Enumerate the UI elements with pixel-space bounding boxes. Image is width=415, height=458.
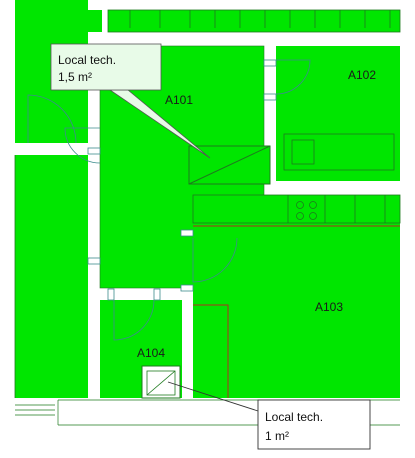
door-swings [27,59,311,341]
callout-2-box [257,399,371,450]
a103-red-line-wardrobe [193,304,229,398]
local-tech-room-2[interactable] [141,365,181,399]
callout-local-tech-2: Local tech. 1 m² [167,381,371,450]
top-small-room[interactable] [88,10,102,32]
door-a103 [192,237,238,283]
callout-local-tech-1: Local tech. 1,5 m² [50,43,211,159]
room-label-a104: A104 [137,346,165,360]
a103-counter [192,194,401,224]
callout-1-title: Local tech. [58,53,116,67]
door-a102 [275,59,311,95]
door-jambs [87,59,277,301]
room-a102[interactable] [276,46,400,181]
top-strip-fill [107,9,401,33]
door-left-upper [27,94,77,144]
callout-2-title: Local tech. [265,410,323,424]
local-tech-2-diagonal [146,370,176,396]
left-lower-room[interactable] [15,155,88,398]
room-label-a102: A102 [348,68,376,82]
top-strip-room[interactable] [107,9,401,33]
door-a104 [113,299,155,341]
room-label-a101: A101 [165,93,193,107]
callout-1-area: 1,5 m² [58,70,92,84]
callout-2-area: 1 m² [265,429,289,443]
callout-2-leader [167,381,259,412]
room-a103[interactable] [193,195,400,398]
room-label-a103: A103 [315,300,343,314]
callout-1-box [50,43,162,91]
a102-sink [291,139,315,165]
door-a101-west [64,127,101,164]
local-tech-1-diagonal [188,145,271,185]
stove-icon [296,201,317,220]
a102-counter [283,133,395,171]
